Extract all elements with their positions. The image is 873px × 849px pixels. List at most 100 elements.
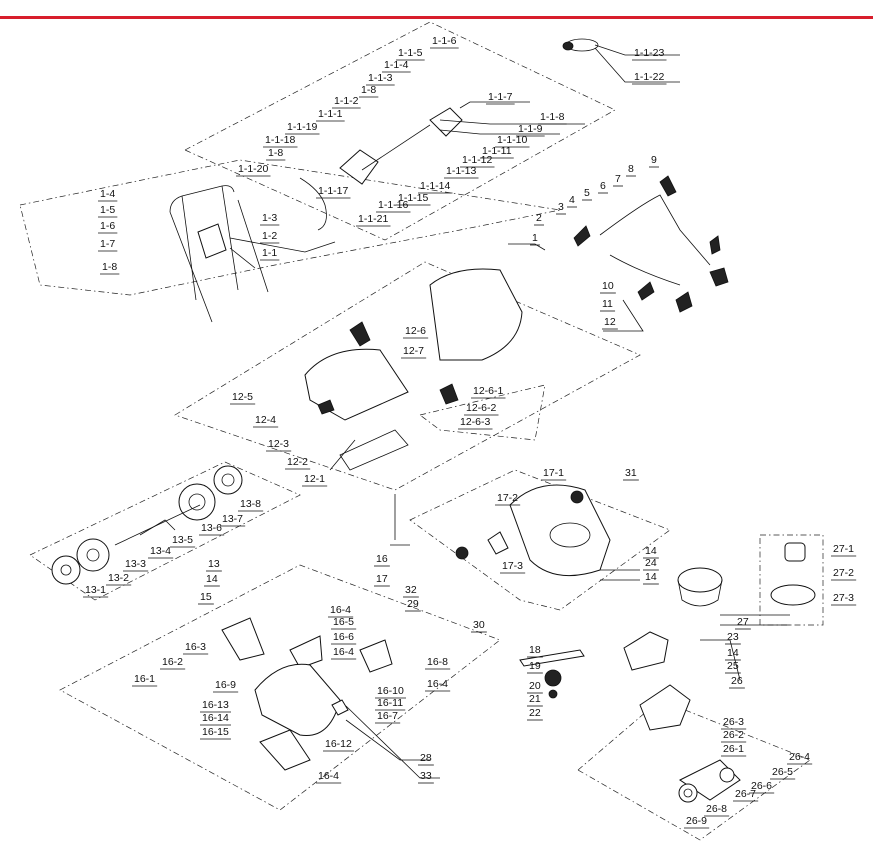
label-9: 9: [651, 154, 657, 166]
label-29: 29: [407, 598, 419, 610]
label-12-6: 12-6: [405, 325, 426, 337]
label-13-1: 13-1: [85, 584, 106, 596]
label-4: 4: [569, 194, 575, 206]
label-1-1-7: 1-1-7: [488, 91, 513, 103]
label-1-1-10: 1-1-10: [497, 134, 528, 146]
label-1-1-11: 1-1-11: [482, 145, 512, 157]
label-13: 13: [208, 558, 220, 570]
label-16-12: 16-12: [325, 738, 352, 750]
label-16-10: 16-10: [377, 685, 404, 697]
label-1-1-18: 1-1-18: [265, 134, 296, 146]
label-1-1-2: 1-1-2: [334, 95, 359, 107]
label-16-6: 16-6: [333, 631, 354, 643]
label-7: 7: [615, 173, 621, 185]
label-1-1-17: 1-1-17: [318, 185, 349, 197]
label-1-1-15: 1-1-15: [398, 192, 429, 204]
label-1-1-9: 1-1-9: [518, 123, 543, 135]
label-16-3: 16-3: [185, 641, 206, 653]
label-12-1: 12-1: [304, 473, 325, 485]
label-6: 6: [600, 180, 606, 192]
label-13-8: 13-8: [240, 498, 261, 510]
label-13-2: 13-2: [108, 572, 129, 584]
label-14-a: 14: [206, 573, 218, 585]
label-1-1-23: 1-1-23: [634, 47, 665, 59]
label-1-1-20: 1-1-20: [238, 163, 269, 175]
label-17-1: 17-1: [543, 467, 564, 479]
label-28: 28: [420, 752, 432, 764]
label-1-2: 1-2: [262, 230, 277, 242]
label-1-1-21: 1-1-21: [358, 213, 389, 225]
label-1-1-4: 1-1-4: [384, 59, 409, 71]
label-1-4: 1-4: [100, 188, 115, 200]
label-25: 25: [727, 660, 739, 672]
label-1-1-8: 1-1-8: [540, 111, 565, 123]
label-1-1-3: 1-1-3: [368, 72, 393, 84]
label-12-7: 12-7: [403, 345, 424, 357]
label-13-6: 13-6: [201, 522, 222, 534]
label-16-5: 16-5: [333, 616, 354, 628]
label-27: 27: [737, 616, 749, 628]
mower-parts: [51, 38, 816, 803]
label-5: 5: [584, 187, 590, 199]
label-26-1: 26-1: [723, 743, 744, 755]
label-1-1-19: 1-1-19: [287, 121, 318, 133]
label-1-1-13: 1-1-13: [446, 165, 477, 177]
label-16-7: 16-7: [377, 710, 398, 722]
label-1-8-c: 1-8: [102, 261, 117, 273]
label-1-1-14: 1-1-14: [420, 180, 451, 192]
label-11: 11: [602, 298, 613, 310]
label-12-3: 12-3: [268, 438, 289, 450]
label-27-2: 27-2: [833, 567, 854, 579]
label-3: 3: [558, 201, 564, 213]
label-12-6-2: 12-6-2: [466, 402, 497, 414]
leader-lines: [229, 44, 790, 779]
label-26-5: 26-5: [772, 766, 793, 778]
label-1-1: 1-1: [262, 247, 277, 259]
label-14-c: 14: [645, 571, 657, 583]
label-15: 15: [200, 591, 212, 603]
top-rule: [0, 16, 873, 19]
label-26-4: 26-4: [789, 751, 810, 763]
label-16-13: 16-13: [202, 699, 229, 711]
label-13-3: 13-3: [125, 558, 146, 570]
label-17: 17: [376, 573, 388, 585]
label-2: 2: [536, 212, 542, 224]
label-1-1-16: 1-1-16: [378, 199, 409, 211]
label-26-7: 26-7: [735, 788, 756, 800]
label-1-5: 1-5: [100, 204, 115, 216]
label-8: 8: [628, 163, 634, 175]
label-21: 21: [529, 693, 541, 705]
label-24: 24: [645, 557, 657, 569]
part-labels: 1-1-23 1-1-22 1-1-6 1-1-5 1-1-4 1-1-3 1-…: [83, 35, 857, 829]
label-1-8-b: 1-8: [268, 147, 283, 159]
label-10: 10: [602, 280, 614, 292]
label-16-11: 16-11: [377, 697, 403, 709]
label-27-3: 27-3: [833, 592, 854, 604]
label-1-8-a: 1-8: [361, 84, 376, 96]
label-1: 1: [532, 232, 538, 244]
label-16-2: 16-2: [162, 656, 183, 668]
label-16-4-b: 16-4: [333, 646, 354, 658]
label-31: 31: [625, 467, 637, 479]
label-16-4-d: 16-4: [318, 770, 339, 782]
label-16-4-a: 16-4: [330, 604, 351, 616]
label-1-1-22: 1-1-22: [634, 71, 665, 83]
label-12-6-3: 12-6-3: [460, 416, 491, 428]
label-26-8: 26-8: [706, 803, 727, 815]
label-16-15: 16-15: [202, 726, 229, 738]
label-30: 30: [473, 619, 485, 631]
label-13-7: 13-7: [222, 513, 243, 525]
label-1-6: 1-6: [100, 220, 115, 232]
label-1-1-6: 1-1-6: [432, 35, 457, 47]
label-32: 32: [405, 584, 417, 596]
label-23: 23: [727, 631, 739, 643]
label-1-1-1: 1-1-1: [318, 108, 343, 120]
label-12-5: 12-5: [232, 391, 253, 403]
label-1-1-12: 1-1-12: [462, 154, 493, 166]
label-18: 18: [529, 644, 541, 656]
label-14-b: 14: [645, 545, 657, 557]
label-16: 16: [376, 553, 388, 565]
label-16-8: 16-8: [427, 656, 448, 668]
label-26-2: 26-2: [723, 729, 744, 741]
